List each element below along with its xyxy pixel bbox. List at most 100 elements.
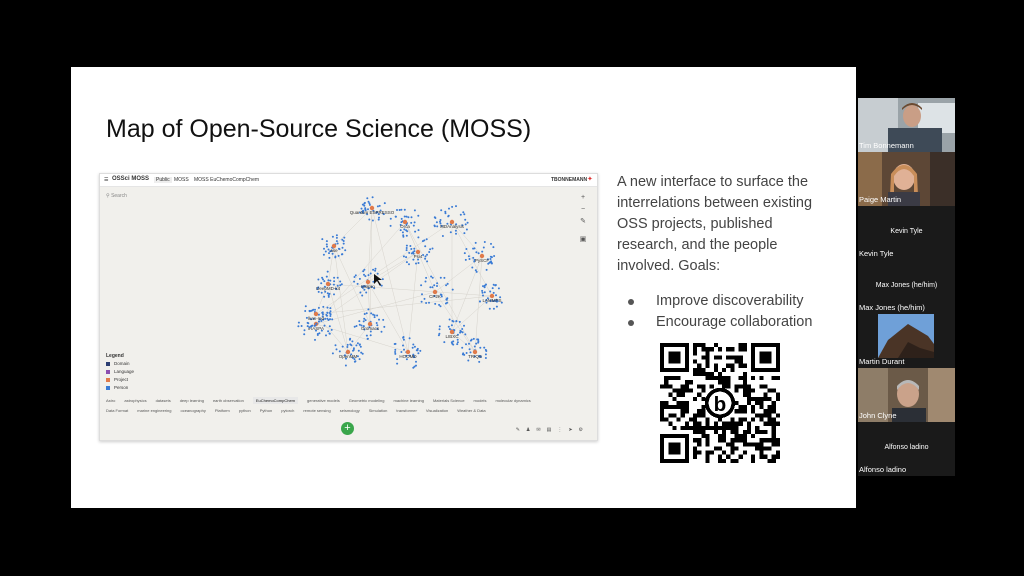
participant-tile[interactable]: Tim Bonnemann: [858, 98, 955, 152]
participant-placeholder: Alfonso ladino: [884, 444, 929, 451]
project-node: [472, 349, 478, 355]
project-node: [325, 281, 331, 287]
node-label: OpenMM: [339, 354, 358, 359]
participant-name: Alfonso ladino: [859, 465, 907, 474]
node-label: Quantum ESPRESSO: [350, 210, 395, 215]
search-icon: ⚲: [106, 193, 110, 199]
node-label: Gromacs: [361, 326, 380, 331]
menu-icon: ☰: [104, 177, 109, 183]
avatar[interactable]: ✦: [587, 176, 593, 183]
tag-chip[interactable]: oceanography: [180, 408, 206, 413]
legend: Legend Domain Language Project Person: [106, 352, 134, 392]
node-label: Molpro: [361, 284, 375, 289]
node-label: CP2K: [429, 294, 441, 299]
participant-video: [858, 152, 955, 206]
participant-name: Tim Bonnemann: [859, 141, 914, 150]
zoom-out-icon[interactable]: −: [580, 206, 586, 213]
breadcrumb-map[interactable]: MOSS EuChemoCompChem: [194, 177, 260, 183]
participant-tile[interactable]: Alfonso ladino Alfonso ladino: [858, 422, 955, 476]
tag-chip[interactable]: machine learning: [393, 398, 424, 403]
participant-placeholder: Kevin Tyle: [890, 228, 923, 235]
project-node: [402, 219, 408, 225]
tag-chip[interactable]: Visualization: [425, 408, 449, 413]
participant-tile[interactable]: Kevin Tyle Kevin Tyle: [858, 206, 955, 260]
map-controls: + − ✎ ▣: [579, 192, 587, 246]
tag-chip[interactable]: Astro: [106, 398, 116, 403]
tag-chip[interactable]: Platform: [214, 408, 230, 413]
tag-chip[interactable]: transformer: [396, 408, 417, 413]
search-input[interactable]: ⚲ Search: [106, 193, 127, 199]
participant-name: Max Jones (he/him): [859, 303, 925, 312]
tag-chip[interactable]: Simulation: [368, 408, 388, 413]
layers-icon[interactable]: ▣: [579, 236, 587, 243]
qr-code: b: [660, 343, 780, 463]
participant-video: [858, 314, 955, 368]
slide-title: Map of Open-Source Science (MOSS): [106, 115, 532, 143]
tag-chip[interactable]: Python: [259, 408, 273, 413]
tag-chip[interactable]: pytorch: [281, 408, 295, 413]
add-button[interactable]: +: [341, 422, 354, 435]
project-node: [432, 289, 438, 295]
tag-chip[interactable]: astrophysics: [124, 398, 147, 403]
project-node: [405, 349, 411, 355]
node-label: LIBXC: [445, 334, 459, 339]
node-label: PySCF: [475, 258, 490, 263]
participant-tile[interactable]: Paige Martin: [858, 152, 955, 206]
participant-tile[interactable]: John Clyne: [858, 368, 955, 422]
tag-chip[interactable]: generative models: [307, 398, 340, 403]
project-node: [345, 349, 351, 355]
legend-title: Legend: [106, 353, 124, 359]
zoom-in-icon[interactable]: +: [580, 194, 586, 201]
node-label: HOOMD: [399, 354, 417, 359]
node-label: ase: [330, 248, 338, 253]
tag-chip[interactable]: seismology: [339, 408, 360, 413]
participant-name: John Clyne: [859, 411, 897, 420]
slide-description: A new interface to surface the interrela…: [617, 174, 813, 274]
tag-chip[interactable]: remote sensing: [303, 408, 331, 413]
tag-chip[interactable]: molecular dynamics: [495, 398, 531, 403]
tag-chip[interactable]: Geometric modeling: [348, 398, 385, 403]
tag-chip[interactable]: python: [238, 408, 251, 413]
legend-item-domain: Domain: [106, 360, 134, 368]
tag-chip[interactable]: earth observation: [212, 398, 244, 403]
node-label: iRASPA: [308, 326, 324, 331]
participant-video: [858, 368, 955, 422]
presentation-slide: Map of Open-Source Science (MOSS) ☰ OSSc…: [71, 67, 856, 508]
tag-chip[interactable]: Data Format: [106, 408, 129, 413]
node-label: Psi4: [414, 254, 423, 259]
project-node: [449, 329, 455, 335]
project-node: [367, 321, 373, 327]
legend-item-person: Person: [106, 384, 134, 392]
tag-chip[interactable]: deep learning: [179, 398, 204, 403]
tag-chip[interactable]: EuChemoCompChem: [252, 397, 299, 404]
tag-chip[interactable]: Materials Science: [432, 398, 465, 403]
project-node: [369, 205, 375, 211]
participant-placeholder: Max Jones (he/him): [875, 282, 938, 289]
participant-tile[interactable]: Martin Durant: [858, 314, 955, 368]
node-label: LAMMPS: [482, 298, 501, 303]
project-node: [365, 279, 371, 285]
participant-tile[interactable]: Max Jones (he/him) Max Jones (he/him): [858, 260, 955, 314]
toolbar-icons[interactable]: ✎♟✉▤⋮➤⚙: [515, 427, 589, 433]
goal-item: Encourage collaboration: [624, 312, 812, 333]
user-name[interactable]: TBONNEMANN: [551, 177, 588, 183]
project-node: [331, 243, 337, 249]
breadcrumb-moss[interactable]: MOSS: [174, 177, 189, 183]
tag-chip[interactable]: models: [473, 398, 487, 403]
participant-video: [858, 98, 955, 152]
moss-app-header: ☰ OSSci MOSS Public MOSS MOSS EuChemoCom…: [100, 174, 597, 187]
goals-list: Improve discoverability Encourage collab…: [624, 291, 812, 333]
participants-panel: Tim Bonnemann Paige Martin Kevin Tyle Ke…: [858, 98, 955, 476]
moss-app-screenshot: ☰ OSSci MOSS Public MOSS MOSS EuChemoCom…: [99, 173, 598, 441]
participant-name: Martin Durant: [859, 357, 905, 366]
bitly-logo-icon: b: [714, 393, 727, 416]
tag-chip[interactable]: Weather & Data: [457, 408, 486, 413]
goal-item: Improve discoverability: [624, 291, 812, 312]
node-label: MDAnalysis: [440, 224, 465, 229]
edit-icon[interactable]: ✎: [580, 218, 586, 225]
tag-chip[interactable]: datasets: [155, 398, 171, 403]
public-badge: Public: [154, 177, 172, 183]
participant-name: Paige Martin: [859, 195, 902, 204]
tag-chip[interactable]: marine engineering: [137, 408, 172, 413]
